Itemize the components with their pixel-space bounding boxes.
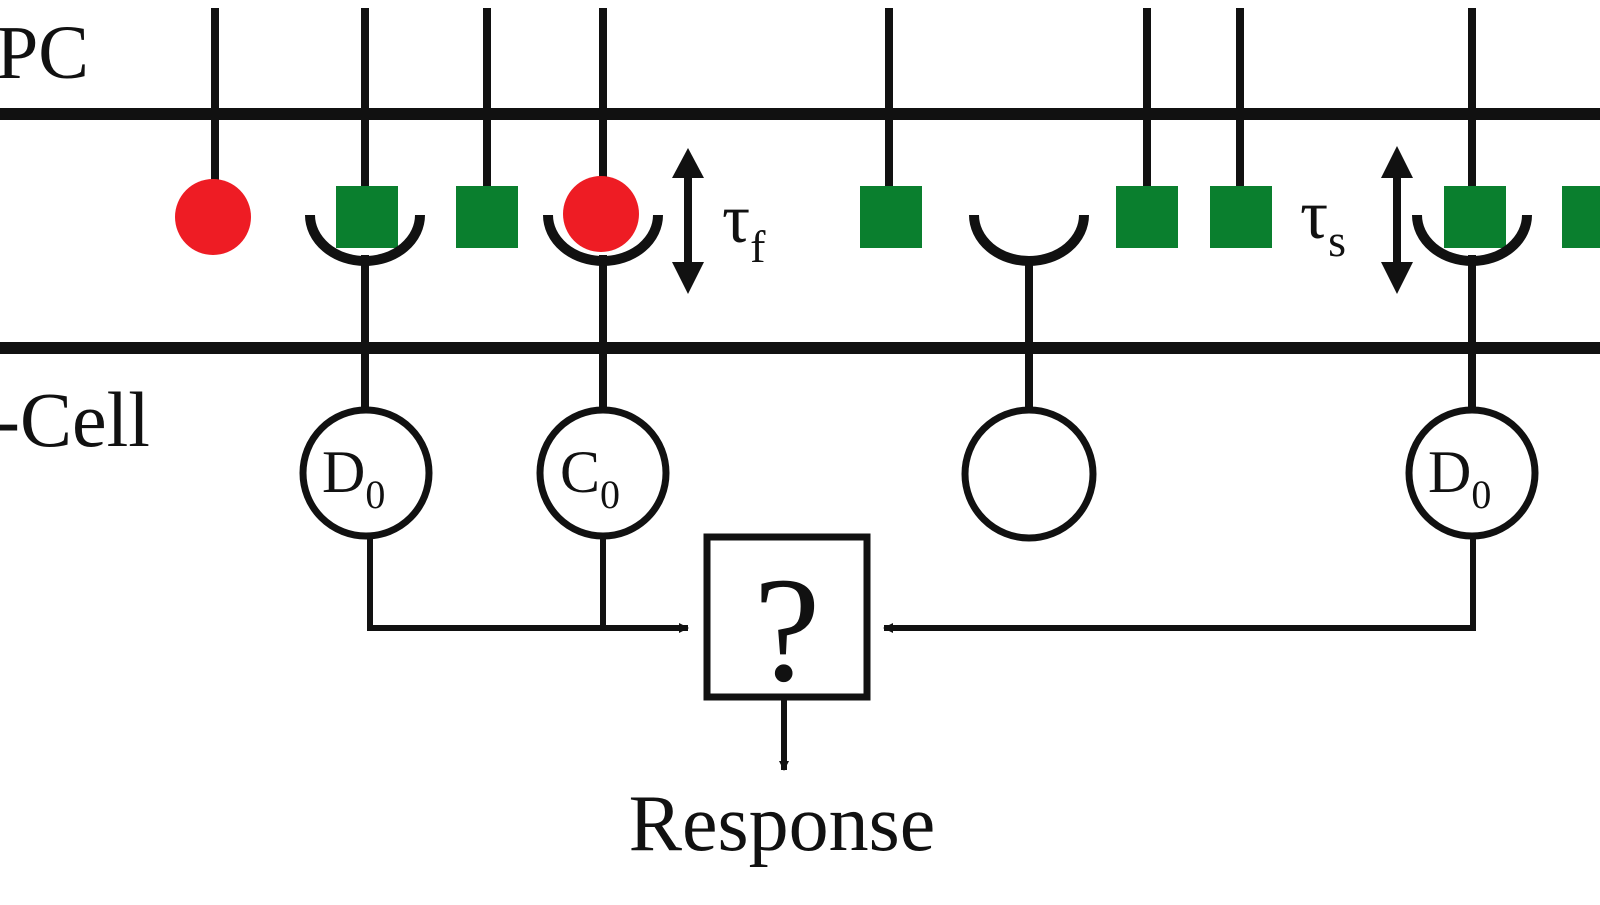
receptor-cup [543,214,663,266]
receptor-cup [969,214,1089,266]
receptor-cup [305,214,425,266]
green-square-marker [336,186,398,248]
svg-text:C0: C0 [560,439,620,517]
green-square-marker [456,186,518,248]
svg-text:D0: D0 [322,439,385,517]
cell-d0-right: D0 [1405,406,1539,540]
receptor-cups [305,214,1532,266]
question-box [703,533,871,701]
tau-f-label: τf [722,181,766,272]
connectors [367,538,1476,771]
cell-c0: C0 [536,406,670,540]
pc-label: PC [0,11,89,95]
connector-left [367,538,689,633]
green-square-marker [1210,186,1272,248]
red-circle-marker [563,176,639,252]
tau-s-label: τs [1300,177,1346,266]
connector-right [883,538,1476,633]
green-square-marker [860,186,922,248]
svg-text:D0: D0 [1428,439,1491,517]
cell-d0-left: D0 [299,406,433,540]
receptor-stems [361,255,1476,412]
tau-f-double-arrow [672,148,704,294]
green-square-marker [1562,186,1600,248]
red-circle-marker [175,179,251,255]
cell-label: -Cell [0,376,150,463]
green-square-marker [1116,186,1178,248]
pc-ticks [211,8,1476,200]
cell-empty [961,406,1097,542]
response-label: Response [629,780,936,868]
question-mark: ? [754,547,821,713]
receptor-cup [1412,214,1532,266]
tau-s-double-arrow [1381,146,1413,294]
green-square-marker [1444,186,1506,248]
green-markers [336,186,1600,248]
